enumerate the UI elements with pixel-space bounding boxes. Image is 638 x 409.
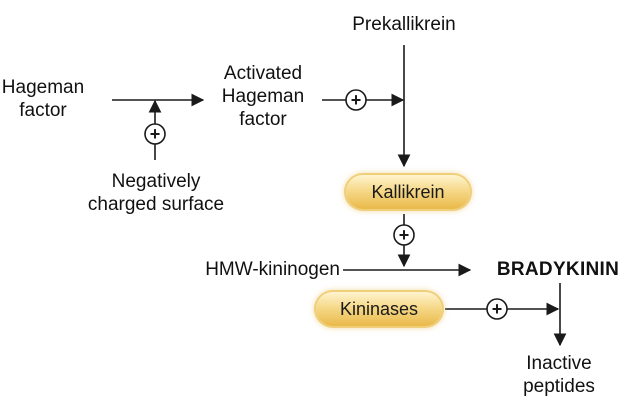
plus-icon-kininases bbox=[486, 298, 508, 320]
bradykinin-label: BRADYKININ bbox=[496, 259, 620, 280]
hageman-factor-label: Hageman factor bbox=[1, 77, 85, 121]
prekallikrein-label: Prekallikrein bbox=[352, 14, 456, 35]
kininases-pill: Kininases bbox=[316, 292, 442, 326]
kallikrein-pill: Kallikrein bbox=[346, 175, 470, 209]
negatively-charged-surface-label: Negatively charged surface bbox=[87, 171, 225, 215]
plus-sign-surface: + bbox=[150, 124, 161, 144]
plus-icon-hageman bbox=[345, 89, 367, 111]
plus-sign-kininases: + bbox=[492, 299, 503, 319]
plus-icon-kallikrein bbox=[393, 224, 415, 246]
activated-hageman-factor-label: Activated Hageman factor bbox=[221, 63, 305, 130]
inactive-peptides-label: Inactive peptides bbox=[523, 353, 595, 397]
hmw-kininogen-label: HMW-kininogen bbox=[205, 259, 340, 280]
plus-sign-kallikrein: + bbox=[399, 225, 410, 245]
plus-sign-hageman: + bbox=[351, 90, 362, 110]
plus-icon-surface bbox=[144, 123, 166, 145]
